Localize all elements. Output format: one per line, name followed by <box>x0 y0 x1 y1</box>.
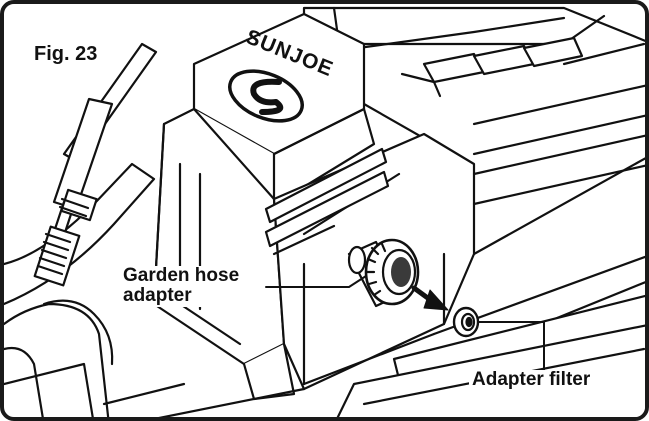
figure-label: Fig. 23 <box>34 43 98 65</box>
pressure-washer-illustration: SUNJOE <box>4 6 645 417</box>
adapter-filter-drawing <box>452 306 480 338</box>
handle-frame-drawing <box>4 42 158 417</box>
garden-hose-adapter-callout: Garden hose adapter <box>121 265 243 307</box>
callout-leader-lines <box>265 275 545 371</box>
garden-hose-adapter-leader <box>265 275 367 288</box>
adapter-filter-callout: Adapter filter <box>469 370 594 390</box>
garden-hose-adapter-label-line1: Garden hose <box>123 265 240 286</box>
hose-drawing <box>33 97 114 287</box>
removal-arrow-icon <box>411 285 449 311</box>
adapter-filter-leader <box>477 321 545 371</box>
garden-hose-adapter-label-line2: adapter <box>123 284 192 306</box>
garden-hose-adapter-drawing <box>347 238 420 308</box>
machine-body-drawing <box>102 6 645 417</box>
